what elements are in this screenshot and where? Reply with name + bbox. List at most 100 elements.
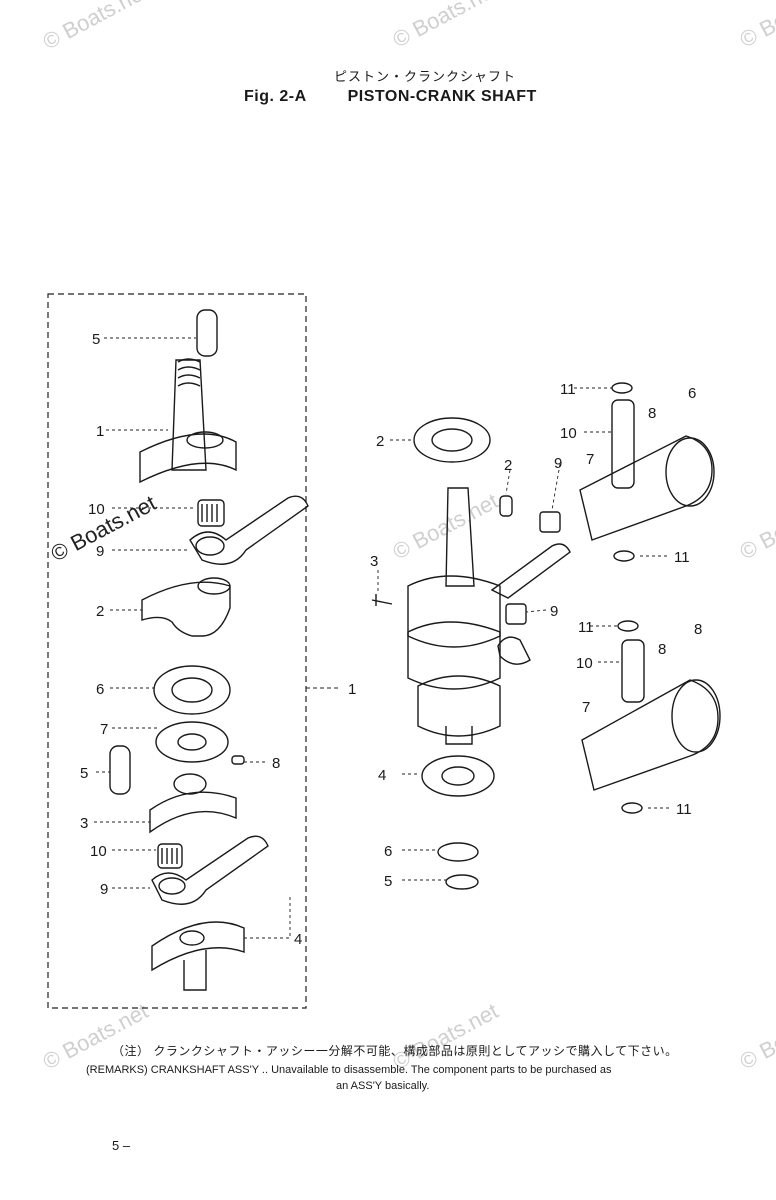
needle-rollers-lower	[161, 848, 178, 864]
callout-10-top: 10	[88, 501, 105, 518]
remarks-japanese: （注） クランクシャフト・アッシー一分解不可能、構成部品は原則としてアッシで購入…	[112, 1044, 678, 1058]
upper-clip-top	[611, 382, 633, 394]
callout-7-upper: 7	[586, 451, 594, 468]
page-number: 5 –	[112, 1138, 131, 1153]
dowel-pin-right	[499, 495, 513, 517]
top-ball-bearing	[413, 417, 491, 463]
bottom-web-hole	[179, 930, 205, 946]
bottom-crank-web	[151, 921, 245, 972]
crank-pin-lower	[109, 745, 131, 795]
callout-8-upper: 8	[648, 405, 656, 422]
lower-crank-web-upper	[149, 791, 237, 834]
bottom-ball-bearing	[421, 755, 495, 797]
upper-web-hole	[186, 431, 224, 449]
right-assembly	[371, 382, 721, 890]
callout-5-top: 5	[92, 331, 100, 348]
top-ball-bearing-inner	[431, 428, 473, 452]
middle-crank-web	[141, 581, 231, 637]
right-needle-bearing-lower	[505, 603, 527, 625]
bottom-ball-bearing-inner	[441, 766, 475, 786]
upper-shaft	[171, 359, 207, 471]
callout-9-upper-right: 9	[554, 455, 562, 472]
callout-2-left: 2	[96, 603, 104, 620]
ball-bearing-left-inner	[171, 677, 213, 703]
lower-piston-crown	[671, 679, 721, 753]
callout-6-left: 6	[96, 681, 104, 698]
leader-lines	[94, 337, 672, 939]
upper-crank-web	[139, 433, 237, 484]
callout-1-assembly: 1	[348, 681, 356, 698]
bearing-collar-left-bore	[177, 733, 207, 751]
title-japanese: ピストン・クランクシャフト	[334, 69, 517, 84]
watermark-top-right: © Boats.net	[736, 0, 776, 52]
shaft-threads	[177, 358, 201, 387]
dowel-pin-left	[231, 755, 245, 765]
remarks-english-line1: (REMARKS) CRANKSHAFT ASS'Y .. Unavailabl…	[86, 1064, 612, 1076]
lower-clip-top	[617, 620, 639, 632]
conrod-big-end-lower	[158, 877, 186, 895]
page-title: Fig. 2-A PISTON-CRANK SHAFT	[244, 88, 537, 106]
callout-9-top: 9	[96, 543, 104, 560]
callout-4-left: 4	[294, 931, 302, 948]
lower-piston-pin	[621, 639, 645, 703]
callout-10-lower: 10	[90, 843, 107, 860]
connecting-rod-lower	[151, 835, 269, 905]
callout-11-lower-bottom: 11	[676, 801, 692, 818]
watermark-center: © Boats.net	[389, 488, 503, 564]
callout-9-lower: 9	[100, 881, 108, 898]
lower-clip-bottom	[621, 802, 643, 814]
callout-11-upper-top: 11	[560, 381, 576, 398]
watermark-right-middle: © Boats.net	[736, 488, 776, 564]
bearing-collar-left	[155, 721, 229, 763]
needle-bearing-upper	[197, 499, 225, 527]
callout-9-lower-right: 9	[550, 603, 558, 620]
callout-6-piston: 6	[688, 385, 696, 402]
crank-body-bottom-stub	[445, 726, 473, 745]
remarks-english-line2: an ASS'Y basically.	[336, 1080, 430, 1092]
watermarks: © Boats.net © Boats.net © Boats.net © Bo…	[39, 0, 776, 1074]
callout-8-lower: 8	[658, 641, 666, 658]
right-conrod-lower	[497, 636, 531, 665]
upper-piston-crown	[665, 437, 715, 507]
conrod-big-end-upper	[195, 536, 225, 556]
callout-7-lower: 7	[582, 699, 590, 716]
callout-8-lower-crown: 8	[694, 621, 702, 638]
callouts-left: 5 1 10 9 2 6 7 5 8 3 10 9 4 1	[80, 331, 356, 948]
callout-7-left: 7	[100, 721, 108, 738]
ball-bearing-left	[153, 665, 231, 715]
callout-3-left: 3	[80, 815, 88, 832]
lower-piston	[581, 679, 719, 791]
watermark-bottom-center: © Boats.net	[389, 998, 503, 1074]
assembly-boundary-box	[47, 293, 307, 1009]
crank-body-middle	[407, 621, 501, 690]
right-main-shaft	[445, 487, 475, 587]
callout-10-lower-right: 10	[576, 655, 593, 672]
connecting-rod-upper	[189, 495, 309, 565]
figure-title: PISTON-CRANK SHAFT	[347, 88, 537, 105]
upper-piston	[579, 435, 713, 541]
upper-piston-pin	[611, 399, 635, 489]
callout-1-left: 1	[96, 423, 104, 440]
right-conrod-upper	[490, 543, 571, 599]
upper-clip-bottom	[613, 550, 635, 562]
callout-3-screw: 3	[370, 553, 378, 570]
callout-5-lower: 5	[80, 765, 88, 782]
circlip	[445, 874, 479, 890]
callout-6-washer: 6	[384, 843, 392, 860]
crank-body-lower	[417, 675, 501, 737]
callouts-right: 2 2 9 3 9 4 6 5 11 10 8 6 7 11 11 8 10 8…	[370, 381, 702, 890]
callout-2-pin: 2	[504, 457, 512, 474]
watermark-bottom-right: © Boats.net	[736, 998, 776, 1074]
locating-screw	[371, 594, 393, 606]
figure-label: Fig. 2-A	[244, 88, 307, 105]
right-needle-bearing-upper	[539, 511, 561, 533]
crank-pin-top	[196, 309, 218, 357]
thrust-washer	[437, 842, 479, 862]
callout-11-upper-bottom: 11	[674, 549, 690, 566]
needle-rollers-upper	[201, 504, 218, 522]
watermark-top-left: © Boats.net	[39, 0, 153, 54]
middle-web-hole	[197, 577, 231, 595]
needle-bearing-lower	[157, 843, 183, 869]
callout-8-left: 8	[272, 755, 280, 772]
callout-11-lower-top: 11	[578, 619, 594, 636]
